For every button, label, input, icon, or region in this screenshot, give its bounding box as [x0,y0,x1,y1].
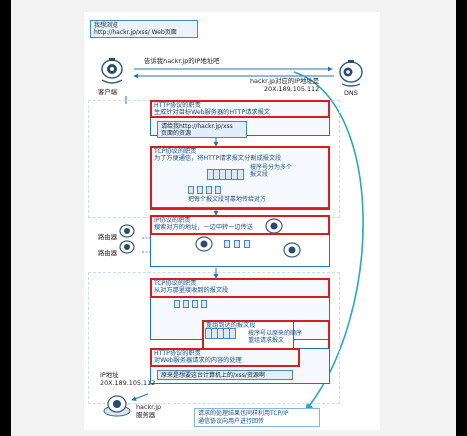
tcp-client-segments [207,169,244,180]
tcp-server-seq-line-2: 重组请求报文 [248,337,285,344]
ip-title: IP协议的职责 [154,217,191,224]
tcp-client-reliable: 把每个报文段可靠地传给对方 [188,196,267,203]
segment-block [174,300,180,308]
result-note-line-2: 通信协议向用户进行回传 [198,417,265,425]
ip-desc: 搜索对方的地址，一边中转一边传送 [154,224,253,232]
ip-layer: IP协议的职责 搜索对方的地址，一边中转一边传送 [150,215,330,267]
segment-block [215,186,221,194]
server-stack-area [88,272,340,404]
tcp-server-desc: 从对方那里接收到的报文段 [154,287,229,295]
segment-block [229,328,236,339]
segment-block [183,300,189,308]
tcpip-flow-diagram: 我想浏览 http://hackr.jp/xss/ Web页面 客户端 告诉我h… [84,12,380,430]
tcp-client-seq-line-2: 报文段 [250,171,269,178]
server-name-line-1: hackr.jp [136,403,162,411]
ip-highlight [150,215,330,235]
server-ip-line-1: IP地址 [100,371,119,379]
segment-block [206,186,212,194]
client-robot-icon [101,58,123,84]
tcp-server-highlight [150,278,330,298]
tcp-server-seq-note: 按序号以原来的顺序 重组请求报文 [248,330,302,344]
dns-reply-line-2: 20X.189.105.112 [263,84,320,93]
segment-block [201,300,207,308]
client-speech-line-2: http://hackr.jp/xss/ Web页面 [94,29,177,36]
tcp-server-title: TCP协议的职责 [154,280,197,287]
to-server-arrow [131,393,149,401]
router-icon [119,224,135,238]
packet-block [224,240,230,248]
dns-reply-text: hackr.jp对应的IP地址是 20X.189.105.112 [250,77,320,93]
tcp-client-highlight [150,146,330,210]
tcp-server-ordered-segments [205,328,236,339]
http-client-highlight [150,100,330,118]
http-request-line-2: 页面的资源 [161,130,192,137]
result-note: 请求的处理结果也同样利用TCP/IP 通信协议向用户进行回传 [194,408,320,427]
segment-block [192,300,198,308]
tcp-reassemble-label: 重组到达的报文段 [206,322,256,329]
server-name-line-2: 服务器 [136,410,156,419]
router-icon [195,236,213,252]
http-client-desc: 生成针对目标Web服务器的HTTP请求报文 [154,109,270,117]
segment-block [237,169,244,180]
dns-reply-line-1: hackr.jp对应的IP地址是 [250,77,320,85]
packet-block [244,240,250,248]
router-icon [283,242,301,258]
client-label: 客户端 [98,88,118,96]
segment-block [197,186,203,194]
server-name: hackr.jp 服务器 [136,403,162,419]
packet-block [234,240,240,248]
http-client-title: HTTP协议的职责 [154,102,201,109]
server-ip-line-2: 20X.189.105.112 [100,378,156,387]
tcp-server-received-segments [174,300,210,308]
http-server-desc: 对Web服务器请求的内容的处理 [154,357,242,365]
tcp-client-title: TCP协议的职责 [154,148,197,155]
response-return-arrow [293,71,364,412]
tcp-client-seq-note: 按序号分为多个 报文段 [250,164,292,178]
ip-packets [224,240,250,248]
tcp-client-split-segments [188,186,224,194]
http-resource-message: 原来是想要这台计算机上的/xss/资源啊 [157,370,293,380]
router-icon [265,218,283,234]
server-icon [103,395,131,417]
client-speech-line-1: 我想浏览 [94,22,119,29]
router-icon [119,240,135,254]
dns-robot-icon [339,60,363,87]
segment-block [188,186,194,194]
client-speech-bubble: 我想浏览 http://hackr.jp/xss/ Web页面 [90,20,198,38]
tcp-client-seq-line-1: 按序号分为多个 [250,164,293,171]
result-note-text: 请求的处理结果也同样利用TCP/IP 通信协议向用户进行回传 [198,410,289,425]
router-label-2: 路由器 [98,249,118,257]
tcp-client-desc: 为了方便通信，将HTTP请求报文分割成报文段 [154,155,282,163]
http-server-highlight [150,348,300,367]
http-request-line-1: 请给我http://hackr.jp/xss [161,123,233,130]
dns-label: DNS [344,89,358,97]
http-server-title: HTTP协议的职责 [154,350,201,357]
server-ip-label: IP地址 20X.189.105.112 [100,371,156,387]
http-resource-text: 原来是想要这台计算机上的/xss/资源啊 [161,372,265,379]
http-request-message: 请给我http://hackr.jp/xss 页面的资源 [157,121,247,138]
result-note-line-1: 请求的处理结果也同样利用TCP/IP [198,410,289,417]
router-label-1: 路由器 [98,233,118,241]
dns-query-text: 告诉我hackr.jp的IP地址吧 [144,57,220,65]
tcp-server-seq-line-1: 按序号以原来的顺序 [248,330,303,337]
